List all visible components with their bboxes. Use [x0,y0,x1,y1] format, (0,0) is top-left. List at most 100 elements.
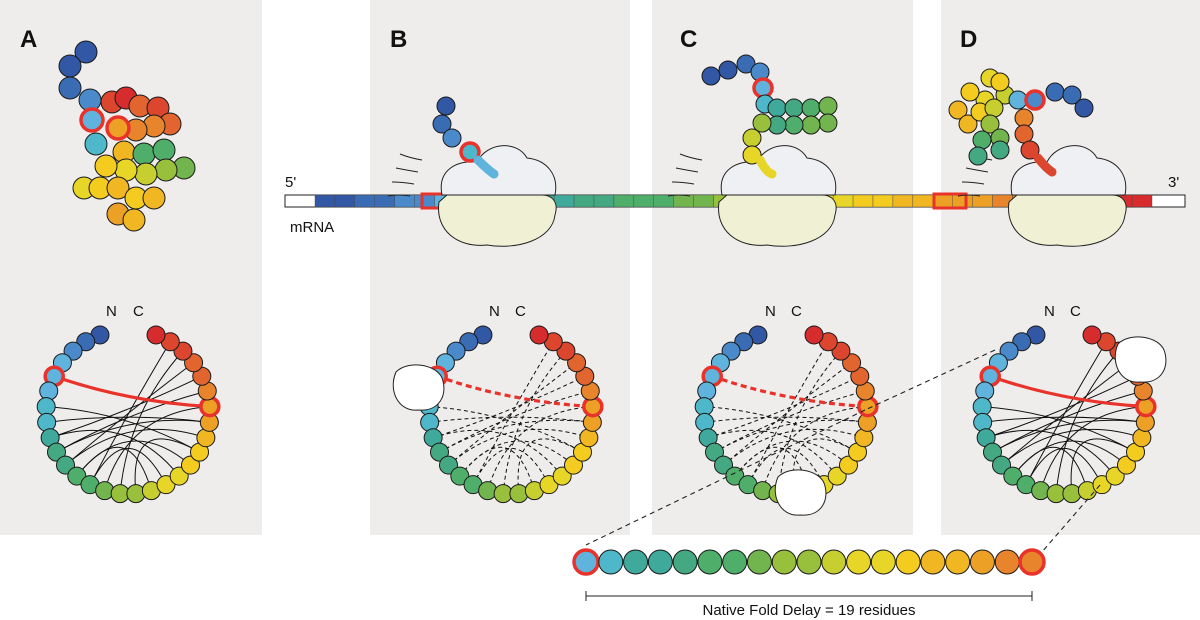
mrna-codon [374,194,395,208]
contact-line [1012,446,1088,491]
mrna-five-prime-label: 5' [285,174,296,191]
residue-bead [1092,475,1112,495]
highlight-contact [53,374,210,409]
residue-bead [1012,332,1032,352]
residue-bead [958,114,978,134]
residue-bead [1074,98,1094,118]
residue-bead [1082,325,1102,345]
folded-protein-a [58,40,196,232]
residue-bead [134,162,158,186]
mrna-codon [553,194,575,208]
mrna-codon [1131,194,1153,208]
contact-line [65,428,207,466]
residue-bead [980,114,1000,134]
residue-bead [1014,108,1034,128]
contact-line [1055,350,1120,494]
residue-bead [132,142,156,166]
mrna-codon [673,194,694,208]
mrna-codon [693,194,714,208]
residue-bead [672,549,698,575]
n-terminus-label-b: N [489,303,500,320]
contact-line [472,447,550,485]
ribosome-c [667,145,837,247]
ribosome-small-subunit [1010,145,1127,196]
residue-bead [804,325,824,345]
residue-bead [432,114,452,134]
residue-bead [973,412,993,432]
residue-bead [972,130,992,150]
mrna-codon [932,194,953,208]
residue-bead [58,54,82,78]
residue-bead [968,146,988,166]
highlight-contact [711,374,868,409]
residue-bead [478,481,498,501]
residue-bead [1045,82,1065,102]
contact-line [704,406,858,453]
residue-bead [74,40,98,64]
residue-bead [695,412,715,432]
residue-bead [752,113,772,133]
motion-line [399,153,423,161]
residue-bead [563,455,583,475]
n-terminus-label-a: N [106,303,117,320]
residue-bead [734,332,754,352]
mrna-codon [394,194,415,208]
highlight-contact [436,374,593,409]
residue-bead [821,549,847,575]
residue-bead [870,549,896,575]
exit-tunnel-chain [473,155,499,179]
contact-line [487,406,593,491]
residue-bead [801,98,821,118]
mrna-codon [653,194,674,208]
residue-bead [784,98,804,118]
panel-a-background [0,0,262,535]
residue-bead [796,549,822,575]
contact-line [777,350,842,494]
residue-bead [722,549,748,575]
motion-line [671,181,695,185]
contact-line [1040,406,1146,491]
residue-bead [84,132,108,156]
residue-bead [697,549,723,575]
residue-bead [838,455,858,475]
contact-line [46,406,200,453]
residue-bead [154,158,178,182]
residue-bead [647,549,673,575]
contact-circle-b [392,325,604,504]
c-terminus-label-c: C [791,303,802,320]
residue-bead [1062,85,1082,105]
residue-bead [960,82,980,102]
residue-bead [94,154,118,178]
residue-bead [459,141,481,163]
panel-label-a: A [20,26,37,53]
residue-bead [969,549,995,575]
residue-bead [846,549,872,575]
residue-bead [436,96,456,116]
residue-bead [450,466,470,486]
mrna-codon [573,194,595,208]
residue-bead [818,96,838,116]
residue-bead [199,395,221,418]
mrna-codon [334,194,356,208]
residue-bead [752,77,774,99]
panel-d-background [941,0,1200,535]
residue-bead [509,484,529,504]
ribosome-large-subunit [718,194,837,247]
residue-bead [429,442,449,462]
n-terminus-label-c: N [765,303,776,320]
panel-label-c: C [680,26,697,53]
panel-label-b: B [390,26,407,53]
motion-line [961,181,985,185]
residue-bead [582,395,604,418]
residue-bead [572,548,600,576]
residue-bead [142,186,166,210]
residue-bead [79,107,105,133]
residue-bead [984,98,1004,118]
residue-bead [39,381,59,401]
panel-label-d: D [960,26,977,53]
contact-line [439,419,593,453]
residue-bead [122,208,146,232]
residue-bead [180,455,200,475]
residue-bead [1116,455,1136,475]
contact-line [747,447,825,485]
